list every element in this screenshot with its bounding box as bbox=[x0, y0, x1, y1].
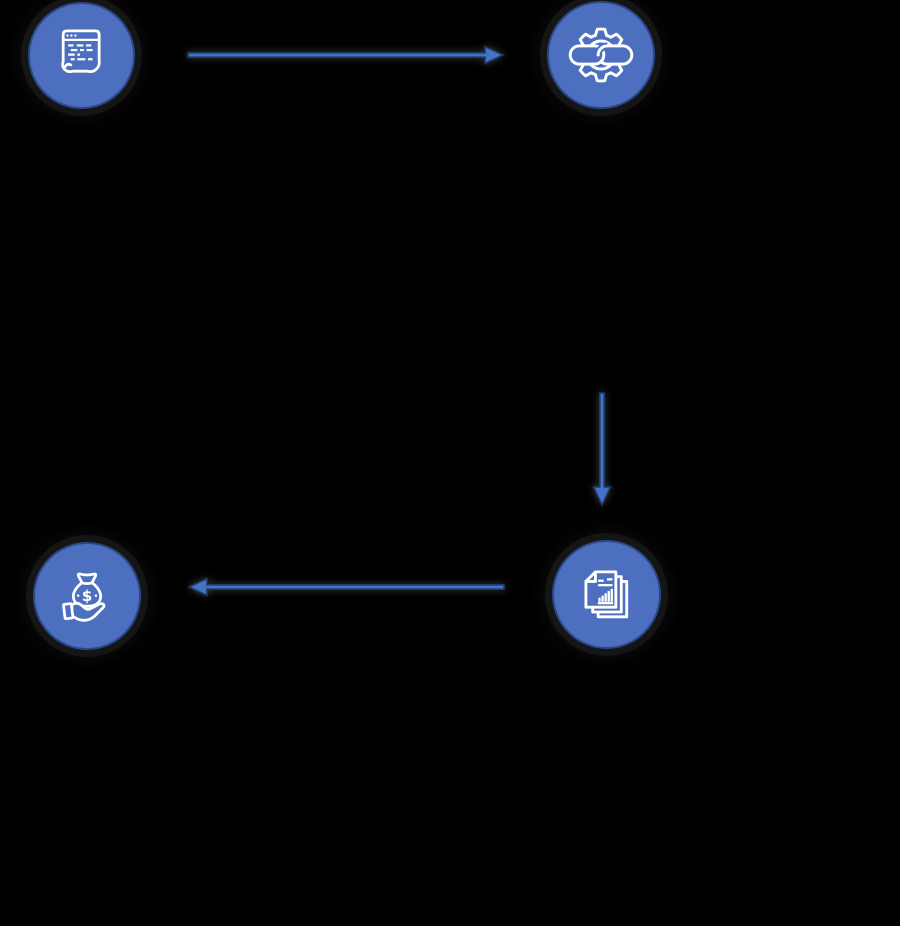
node-document-source bbox=[28, 2, 135, 109]
money-hand-icon: $ bbox=[62, 572, 106, 622]
report-stack-icon bbox=[583, 569, 628, 618]
dollar-sign: $ bbox=[82, 587, 93, 605]
node-reports-output bbox=[552, 540, 661, 649]
gear-chain-icon bbox=[568, 27, 634, 83]
flow-arrow-down bbox=[592, 392, 612, 507]
flow-arrow-left bbox=[187, 577, 505, 597]
flow-arrow-right bbox=[187, 45, 505, 65]
code-document-icon bbox=[60, 29, 101, 73]
node-payment-received: $ bbox=[33, 542, 141, 650]
node-process-integration bbox=[547, 1, 655, 109]
